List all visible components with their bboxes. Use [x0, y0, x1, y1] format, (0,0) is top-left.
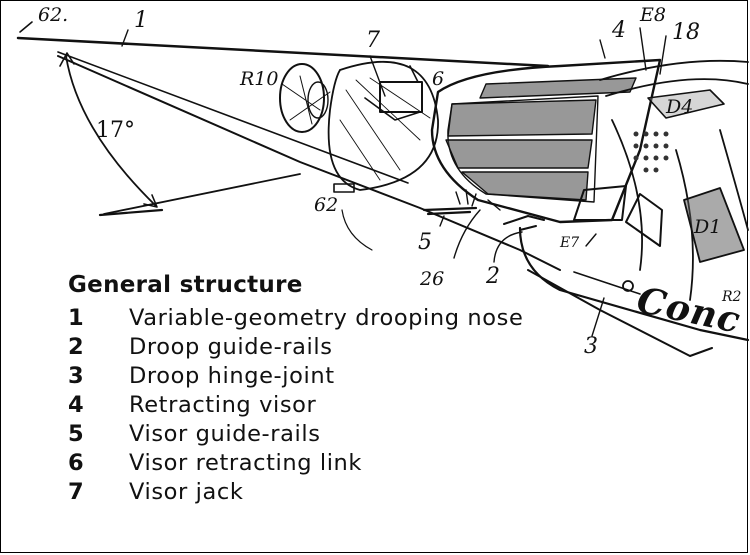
hinge-arrow — [591, 297, 605, 337]
legend-item-label: Visor retracting link — [129, 450, 363, 476]
hinge-joint — [573, 271, 641, 295]
fuselage-lower — [518, 226, 750, 342]
callout-26: 26 — [420, 268, 445, 290]
callout-angle: 17° — [96, 118, 135, 143]
legend-item: 1 Variable-geometry drooping nose — [68, 304, 588, 333]
leader-2 — [493, 231, 523, 263]
callout-1: 1 — [134, 8, 148, 33]
legend-item-label: Retracting visor — [129, 392, 317, 418]
legend-item-number: 7 — [68, 479, 84, 505]
callout-18: 18 — [672, 20, 700, 45]
callout-r2: R2 — [722, 289, 742, 305]
jack-body — [379, 81, 423, 113]
legend-item-number: 5 — [68, 421, 84, 447]
legend-item: 7 Visor jack — [68, 478, 588, 507]
legend-item: 2 Droop guide-rails — [68, 333, 588, 362]
callout-e7: E7 — [560, 235, 580, 251]
callout-e8: E8 — [640, 4, 666, 26]
side-window-2 — [625, 193, 663, 247]
legend-item-number: 6 — [68, 450, 84, 476]
visor-panels — [445, 77, 637, 201]
legend-item-label: Visor jack — [129, 479, 244, 505]
callout-tip: 62. — [38, 4, 69, 26]
hinge-pin — [622, 280, 634, 292]
fuselage-belly — [527, 269, 713, 357]
callout-6: 6 — [432, 68, 445, 90]
legend-item-number: 4 — [68, 392, 84, 418]
droop-line — [103, 173, 301, 215]
callout-d4: D4 — [666, 96, 694, 118]
callout-62: 62 — [314, 194, 339, 216]
legend-item: 5 Visor guide-rails — [68, 420, 588, 449]
legend-item-label: Droop guide-rails — [129, 334, 333, 360]
bulkhead-hatch — [339, 77, 431, 181]
d4-panel — [647, 89, 725, 119]
bulkhead — [327, 61, 439, 191]
legend-item-number: 2 — [68, 334, 84, 360]
leader-e8 — [639, 27, 647, 71]
callout-r10: R10 — [240, 68, 279, 90]
leader-18 — [659, 35, 667, 75]
instrument-dots — [633, 131, 669, 173]
radar-mount — [307, 81, 329, 119]
arc-arrow-bottom — [143, 194, 158, 208]
rail-bits — [455, 189, 501, 211]
legend-item-number: 3 — [68, 363, 84, 389]
leader-62 — [341, 209, 373, 251]
arc-arrow-top — [59, 52, 75, 67]
nose-mid-line — [57, 51, 409, 184]
visor-guide-rails — [422, 206, 478, 216]
legend-item-label: Droop hinge-joint — [129, 363, 335, 389]
legend-item-number: 1 — [68, 305, 84, 331]
visor-outline — [430, 58, 662, 224]
radar-dish — [279, 63, 325, 133]
legend-list: 1 Variable-geometry drooping nose 2 Droop g… — [68, 304, 588, 507]
angle-arc — [65, 55, 157, 207]
cockpit-roof — [599, 59, 749, 97]
jack-arrow — [369, 55, 386, 97]
callout-3: 3 — [584, 334, 598, 359]
legend-item-label: Visor guide-rails — [129, 421, 321, 447]
callout-2: 2 — [486, 264, 500, 289]
leader-e7 — [585, 233, 597, 247]
leader-tip — [19, 21, 33, 33]
legend-item: 4 Retracting visor — [68, 391, 588, 420]
leader-1 — [121, 29, 129, 47]
jack-links — [364, 65, 421, 121]
droop-tip — [98, 208, 164, 217]
nose-lower-line — [57, 55, 561, 271]
legend-title: General structure — [68, 272, 303, 298]
droop-guide-rails — [503, 215, 545, 231]
side-window-1 — [573, 185, 627, 221]
legend-item-label: Variable-geometry drooping nose — [129, 305, 524, 331]
callout-7: 7 — [366, 28, 380, 53]
leader-26 — [453, 209, 481, 259]
sensor-62 — [333, 183, 355, 193]
nose-upper-line — [16, 36, 550, 68]
visor-arrow — [599, 39, 606, 59]
leader-5 — [439, 215, 445, 227]
callout-5: 5 — [418, 230, 432, 255]
legend-item: 3 Droop hinge-joint — [68, 362, 588, 391]
legend-item: 6 Visor retracting link — [68, 449, 588, 478]
legend: General structure 1 Variable-geometry dro… — [68, 272, 588, 507]
callout-4: 4 — [612, 18, 626, 43]
seat-shape — [683, 187, 745, 263]
callout-d1: D1 — [694, 216, 722, 238]
radar-lines — [281, 75, 331, 125]
